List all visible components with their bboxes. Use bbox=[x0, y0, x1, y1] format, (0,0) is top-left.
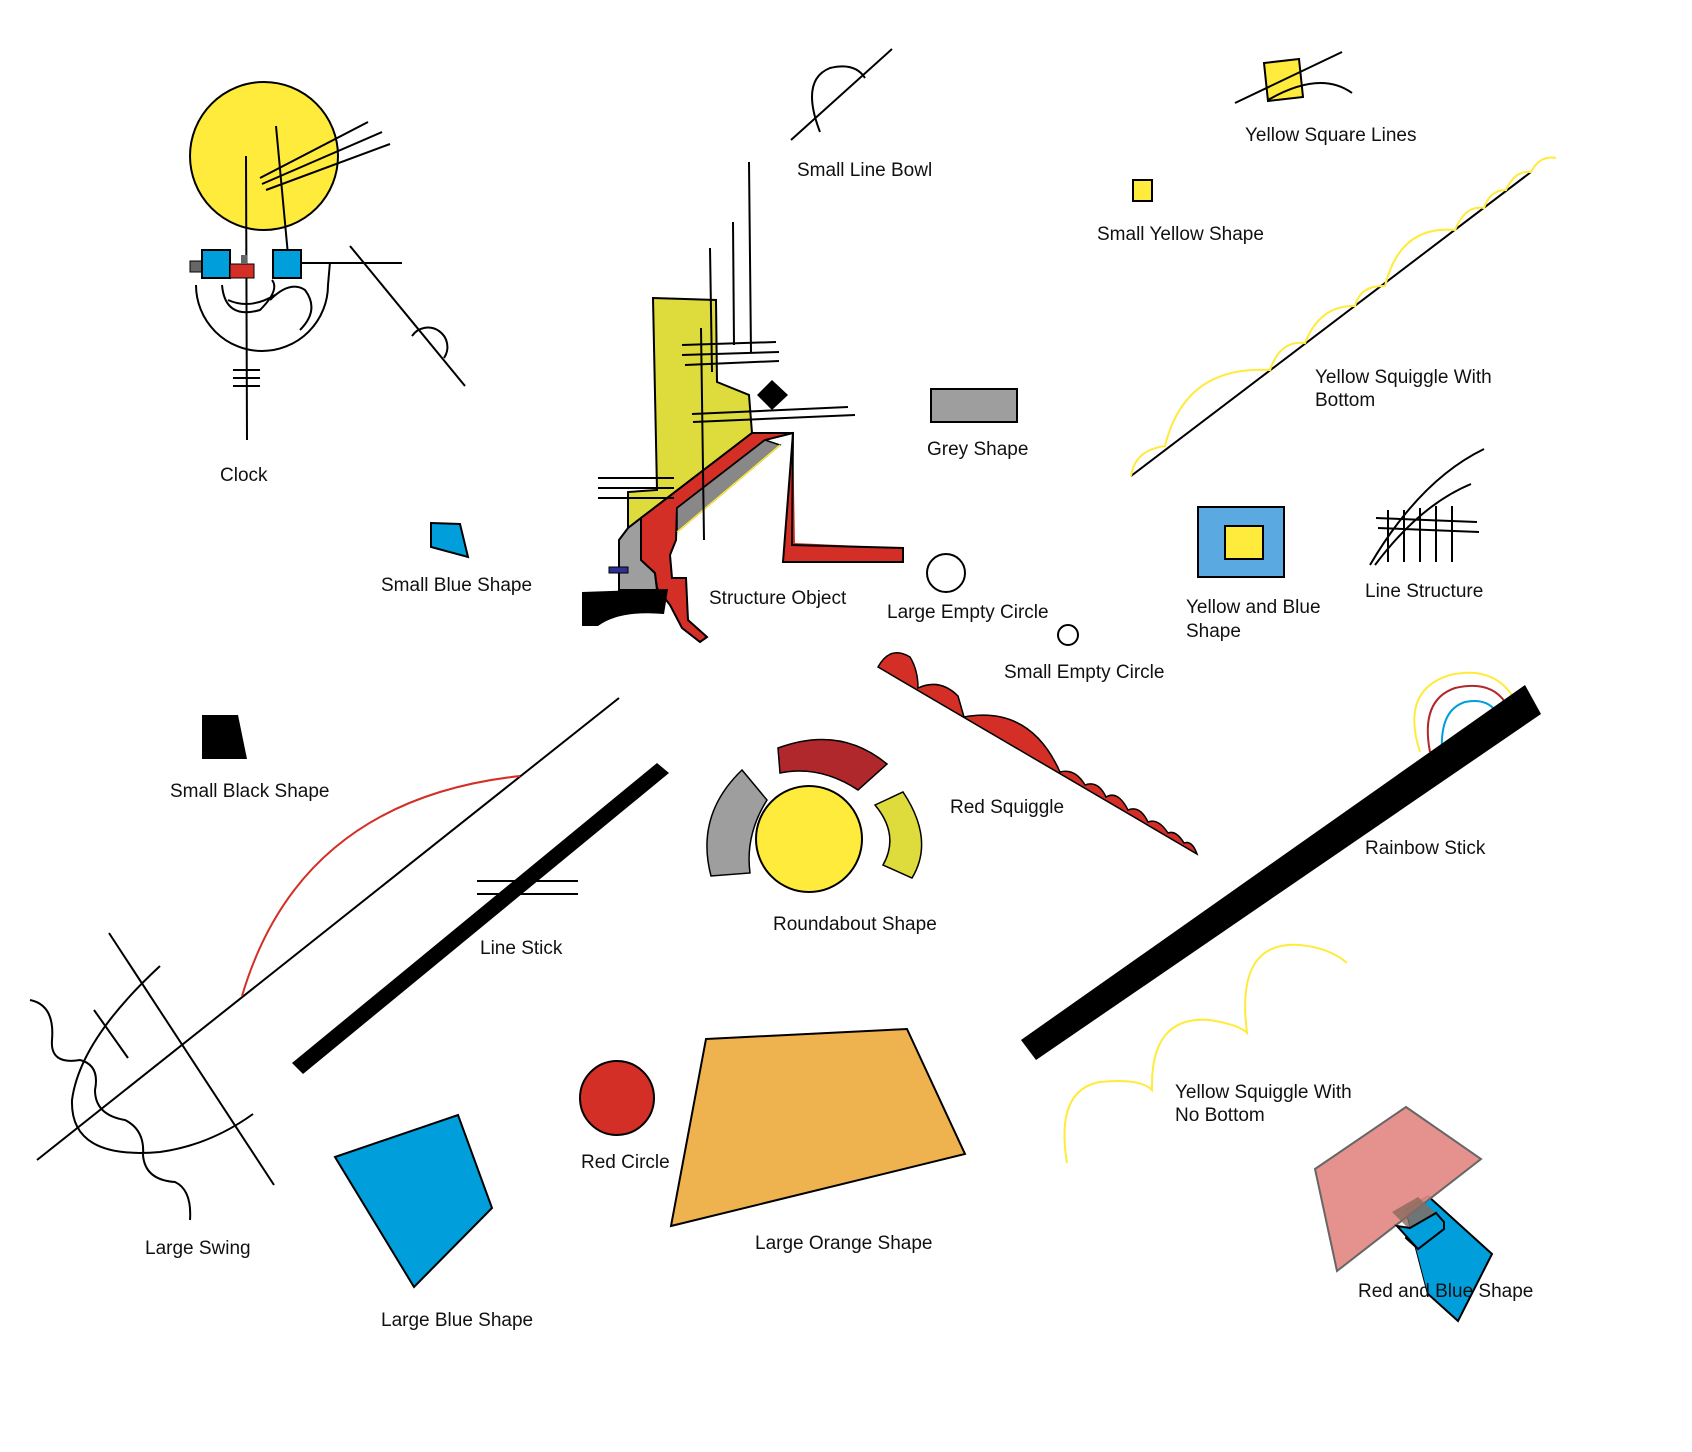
large-empty-circle bbox=[926, 553, 966, 593]
red-circle bbox=[579, 1060, 655, 1136]
small-yellow-shape bbox=[1132, 179, 1153, 202]
small-black-shape bbox=[202, 715, 247, 759]
red-squiggle-shape bbox=[876, 652, 1199, 856]
small-line-bowl-shape bbox=[790, 48, 893, 141]
label-large-swing: Large Swing bbox=[145, 1238, 251, 1259]
label-yellow-blue-1: Yellow and Blue bbox=[1186, 597, 1321, 618]
label-line-structure: Line Structure bbox=[1365, 581, 1483, 602]
label-large-orange-shape: Large Orange Shape bbox=[755, 1233, 932, 1254]
yellow-squiggle-with-bottom-shape bbox=[1130, 156, 1557, 477]
label-red-squiggle: Red Squiggle bbox=[950, 797, 1064, 818]
label-roundabout-shape: Roundabout Shape bbox=[773, 914, 937, 935]
small-empty-circle bbox=[1057, 624, 1079, 646]
yellow-square-lines-shape bbox=[1234, 51, 1353, 104]
structure-object-shape bbox=[582, 161, 904, 644]
label-yellow-squiggle-nobottom-1: Yellow Squiggle With bbox=[1175, 1082, 1352, 1103]
label-red-circle: Red Circle bbox=[581, 1152, 670, 1173]
label-small-black-shape: Small Black Shape bbox=[170, 781, 329, 802]
large-swing-shape bbox=[29, 697, 620, 1221]
label-structure-object: Structure Object bbox=[709, 588, 847, 609]
label-yellow-squiggle-bottom-2: Bottom bbox=[1315, 390, 1375, 411]
small-blue-shape bbox=[430, 521, 470, 559]
label-clock: Clock bbox=[220, 465, 268, 486]
large-orange-shape bbox=[669, 1027, 967, 1228]
label-yellow-squiggle-bottom-1: Yellow Squiggle With bbox=[1315, 367, 1492, 388]
yellow-and-blue-shape bbox=[1197, 506, 1285, 578]
label-small-line-bowl: Small Line Bowl bbox=[797, 160, 932, 181]
label-yellow-square-lines: Yellow Square Lines bbox=[1245, 125, 1416, 146]
roundabout-shape bbox=[706, 738, 923, 893]
label-yellow-squiggle-nobottom-2: No Bottom bbox=[1175, 1105, 1265, 1126]
label-small-blue-shape: Small Blue Shape bbox=[381, 575, 532, 596]
clock-shape bbox=[189, 81, 466, 441]
label-large-blue-shape: Large Blue Shape bbox=[381, 1310, 533, 1331]
label-rainbow-stick: Rainbow Stick bbox=[1365, 838, 1486, 859]
grey-shape bbox=[930, 388, 1018, 423]
label-yellow-blue-2: Shape bbox=[1186, 621, 1241, 642]
label-red-and-blue-shape: Red and Blue Shape bbox=[1358, 1281, 1533, 1302]
label-large-empty-circle: Large Empty Circle bbox=[887, 602, 1049, 623]
label-grey-shape: Grey Shape bbox=[927, 439, 1028, 460]
label-small-empty-circle: Small Empty Circle bbox=[1004, 662, 1164, 683]
label-small-yellow-shape: Small Yellow Shape bbox=[1097, 224, 1264, 245]
label-line-stick: Line Stick bbox=[480, 938, 563, 959]
red-and-blue-shape bbox=[1313, 1105, 1494, 1323]
line-structure-shape bbox=[1369, 448, 1485, 566]
rainbow-stick-shape bbox=[1021, 671, 1541, 1060]
yellow-squiggle-no-bottom-shape bbox=[1063, 943, 1348, 1164]
line-stick-shape bbox=[292, 763, 669, 1074]
large-blue-shape bbox=[333, 1113, 494, 1289]
